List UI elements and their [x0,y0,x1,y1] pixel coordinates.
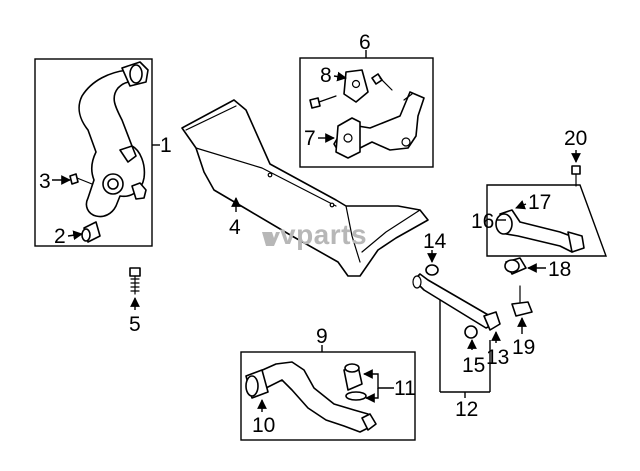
callout-16: 16 [471,210,494,233]
bolt-upper-right [371,73,393,91]
callout-7: 7 [304,127,316,150]
bracket-part-8 [343,69,369,103]
callout-8: 8 [320,64,332,87]
callout-19: 19 [512,336,535,359]
callout-2: 2 [54,225,66,248]
bolt-upper-left [309,95,337,109]
knuckle-drawing [78,61,149,218]
group-box-knuckle [34,58,153,247]
callout-17: 17 [528,191,551,214]
callout-11: 11 [394,377,416,400]
lower-arm-drawing [245,361,377,433]
upper-arm-drawing [333,91,425,159]
crossmember-drawing [181,99,429,277]
callout-3: 3 [39,170,51,193]
washer-part-14 [425,264,439,276]
leader-lines [52,50,581,412]
bolt-part-19 [511,285,533,317]
lateral-link-drawing [412,273,501,331]
callout-20: 20 [564,127,587,150]
group-box-trailing-link [486,184,608,257]
callout-10: 10 [252,414,275,437]
bolt-part-3 [69,173,93,185]
bolt-part-20 [571,165,581,187]
callout-6: 6 [359,31,371,54]
callout-12: 12 [455,398,478,421]
callout-1: 1 [160,134,172,157]
callout-18: 18 [548,258,571,281]
bushing-part-11 [343,363,367,401]
bolt-part-5 [129,267,141,295]
watermark-text: vparts [280,219,367,250]
callout-15: 15 [462,354,485,377]
watermark: vparts [262,219,367,250]
callout-9: 9 [316,325,328,348]
trailing-link-drawing [495,209,585,253]
callout-4: 4 [229,216,241,239]
callout-14: 14 [423,230,447,253]
washer-part-15 [464,325,478,339]
group-box-lower-arm [240,351,416,441]
bushing-part-2 [81,221,101,243]
callout-5: 5 [129,313,141,336]
bushing-part-18 [504,257,527,275]
callout-13: 13 [486,346,509,369]
callout-labels: 1 2 3 4 5 6 7 8 9 10 11 12 13 14 15 16 1… [39,31,587,437]
